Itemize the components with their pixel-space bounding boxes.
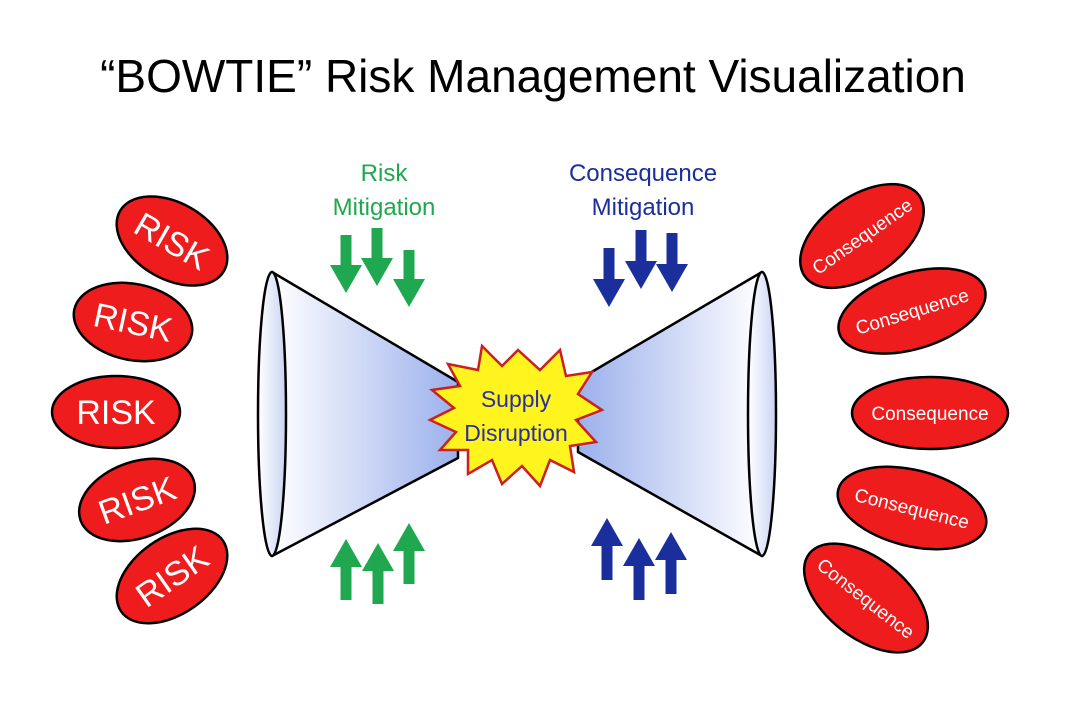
consequence-oval-shape [798, 182, 926, 290]
consequence-oval-label: Consequence [871, 404, 988, 425]
arrow-down-icon [330, 235, 362, 293]
right-cone [576, 270, 778, 558]
risk-oval: RISK [72, 281, 194, 363]
central-event: Supply Disruption [427, 343, 605, 489]
arrow-up-icon [591, 518, 623, 580]
arrow-up-icon [362, 543, 394, 604]
risk-mitigation-label-line2: Mitigation [333, 194, 436, 221]
consequence-ovals: Consequence Consequence Consequence Cons… [798, 182, 1010, 654]
consequence-oval: Consequence [836, 465, 988, 551]
consequence-mitigation-label-line2: Mitigation [592, 194, 695, 221]
consequence-mitigation-label: Consequence Mitigation [569, 160, 717, 221]
arrow-down-icon [625, 230, 657, 289]
left-cone-body [270, 270, 460, 558]
risk-oval-shape [50, 374, 182, 450]
risk-oval-shape [115, 527, 229, 625]
consequence-oval-shape [836, 465, 988, 551]
consequence-oval-shape [850, 375, 1010, 451]
risk-oval-label: RISK [76, 394, 156, 432]
risk-oval: RISK [115, 527, 229, 625]
page-title: “BOWTIE” Risk Management Visualization [100, 50, 966, 102]
risk-oval-shape [115, 195, 229, 287]
arrow-up-icon [623, 538, 655, 600]
consequence-oval-shape [837, 267, 987, 355]
risk-oval: RISK [50, 374, 182, 450]
consequence-mitigation-label-line1: Consequence [569, 160, 717, 187]
arrow-down-icon [656, 233, 688, 292]
arrow-down-icon [393, 250, 425, 307]
arrow-down-icon [361, 228, 393, 286]
central-event-line1: Supply [481, 386, 552, 412]
risk-ovals: RISK RISK RISK RISK RISK [50, 195, 229, 625]
mitigation-arrows [330, 228, 688, 604]
risk-oval-shape [72, 281, 194, 363]
arrow-down-icon [593, 248, 625, 307]
arrow-up-icon [655, 532, 687, 594]
risk-oval: RISK [115, 195, 229, 287]
explosion-burst-icon [427, 343, 605, 489]
risk-oval: RISK [77, 457, 197, 543]
right-cone-body [576, 270, 764, 558]
arrow-up-icon [330, 539, 362, 600]
consequence-oval-shape [802, 542, 930, 654]
consequence-oval: Consequence [850, 375, 1010, 451]
central-event-line2: Disruption [464, 420, 568, 446]
risk-mitigation-label: Risk Mitigation [333, 160, 436, 221]
left-cone [256, 270, 460, 558]
right-cone-rim [746, 270, 778, 558]
risk-oval-shape [77, 457, 197, 543]
risk-mitigation-label-line1: Risk [361, 160, 409, 187]
left-cone-rim [256, 270, 288, 558]
arrow-up-icon [393, 523, 425, 584]
consequence-oval: Consequence [837, 267, 987, 355]
